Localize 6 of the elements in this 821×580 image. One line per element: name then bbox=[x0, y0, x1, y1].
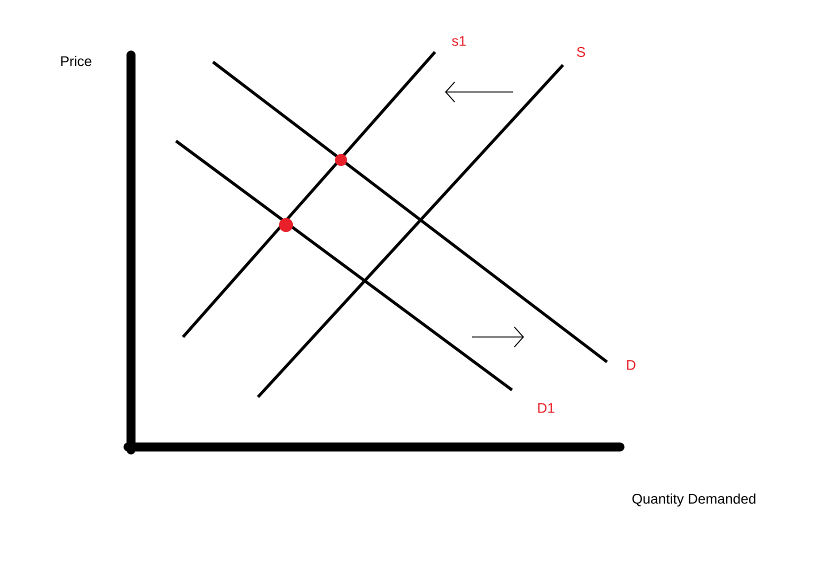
axis-label: s1 bbox=[452, 36, 466, 46]
axis-label: Quantity Demanded bbox=[632, 493, 756, 507]
axis-label: D bbox=[627, 360, 636, 370]
axis-label: S bbox=[576, 47, 586, 57]
axis-label: Price bbox=[61, 56, 92, 66]
axis-label: D1 bbox=[538, 403, 554, 413]
